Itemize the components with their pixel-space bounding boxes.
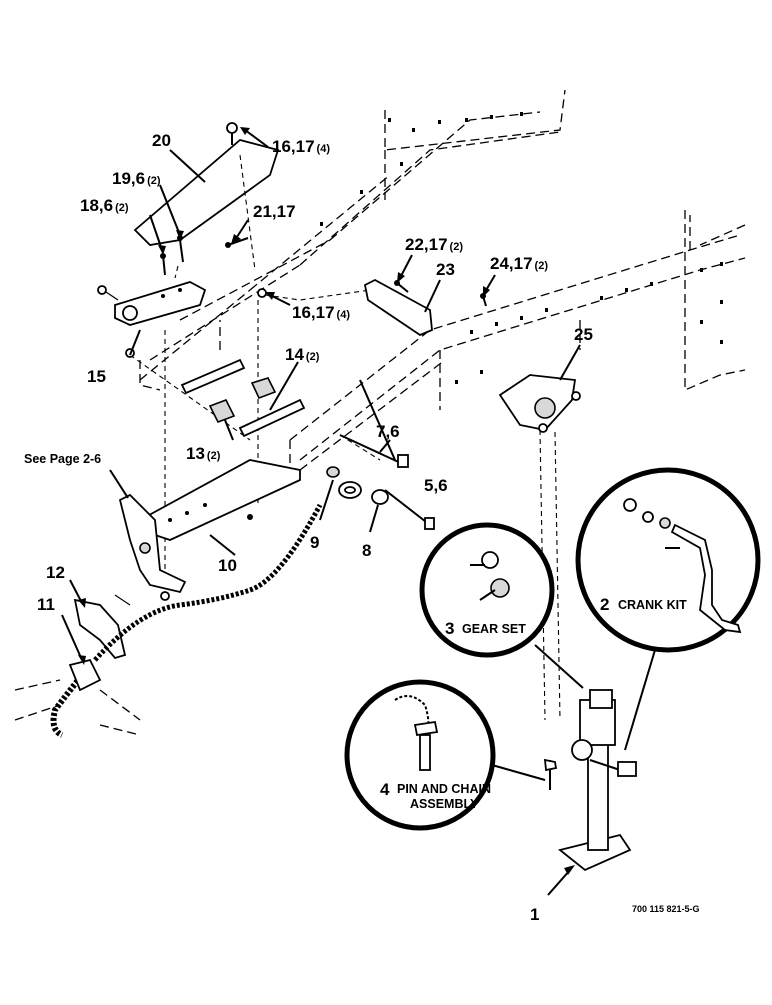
- part-20-plate: [133, 122, 280, 246]
- callout-25: 25: [574, 325, 593, 344]
- part-1-jack: [543, 689, 637, 872]
- callout-23: 23: [436, 260, 455, 279]
- reference-note: See Page 2-6: [24, 452, 101, 466]
- callout-15: 15: [87, 367, 106, 386]
- callout-22-17: 22,17(2): [405, 235, 463, 254]
- callout-20: 20: [152, 131, 171, 150]
- hitch-hardware: [326, 434, 435, 530]
- part-13-spacers: [208, 377, 277, 424]
- inset-crank-label: CRANK KIT: [618, 598, 687, 612]
- frame-upper-beam: [139, 89, 566, 391]
- inset-pin-and-chain: [344, 679, 546, 831]
- hitch-bracket: [118, 493, 187, 594]
- callout-16-17-lower: 16,17(4): [292, 303, 350, 322]
- part-25-bracket: [498, 374, 581, 721]
- callout-19-6: 19,6(2): [112, 169, 161, 188]
- callout-18-6: 18,6(2): [80, 196, 129, 215]
- inset-pin-label-line2: ASSEMBLY: [410, 797, 479, 811]
- drawing-number: 700 115 821-5-G: [632, 904, 700, 914]
- inset-crank-kit: [575, 467, 761, 751]
- callout-9: 9: [310, 533, 319, 552]
- inset-pin-number: 4: [380, 780, 390, 799]
- callout-11: 11: [37, 595, 55, 614]
- callout-16-17-upper: 16,17(4): [272, 137, 330, 156]
- callout-14: 14(2): [285, 345, 320, 364]
- part-14-straps: [180, 358, 306, 438]
- callout-7-6: 7,6: [376, 422, 400, 441]
- callout-12: 12: [46, 563, 65, 582]
- leader-lines: [61, 127, 581, 896]
- part-23-bracket: [363, 278, 487, 337]
- callout-labels: 20 16,17(4) 19,6(2) 18,6(2) 21,17 22,17(…: [37, 131, 593, 924]
- frame-lower-beam: [289, 210, 746, 471]
- part-15-eye-plate: [97, 281, 207, 326]
- callout-10: 10: [218, 556, 237, 575]
- callout-21-17: 21,17: [253, 202, 296, 221]
- callout-5-6: 5,6: [424, 476, 448, 495]
- safety-chain: [14, 503, 323, 738]
- callout-1: 1: [530, 905, 539, 924]
- inset-crank-number: 2: [600, 595, 609, 614]
- inset-gear-label: GEAR SET: [462, 622, 526, 636]
- inset-gear-set: [419, 522, 584, 689]
- inset-pin-label-line1: PIN AND CHAIN: [397, 782, 491, 796]
- inset-labels: 2 CRANK KIT 3 GEAR SET 4 PIN AND CHAIN A…: [380, 595, 687, 811]
- callout-8: 8: [362, 541, 371, 560]
- callout-13: 13(2): [186, 444, 221, 463]
- callout-24-17: 24,17(2): [490, 254, 548, 273]
- inset-gear-number: 3: [445, 619, 454, 638]
